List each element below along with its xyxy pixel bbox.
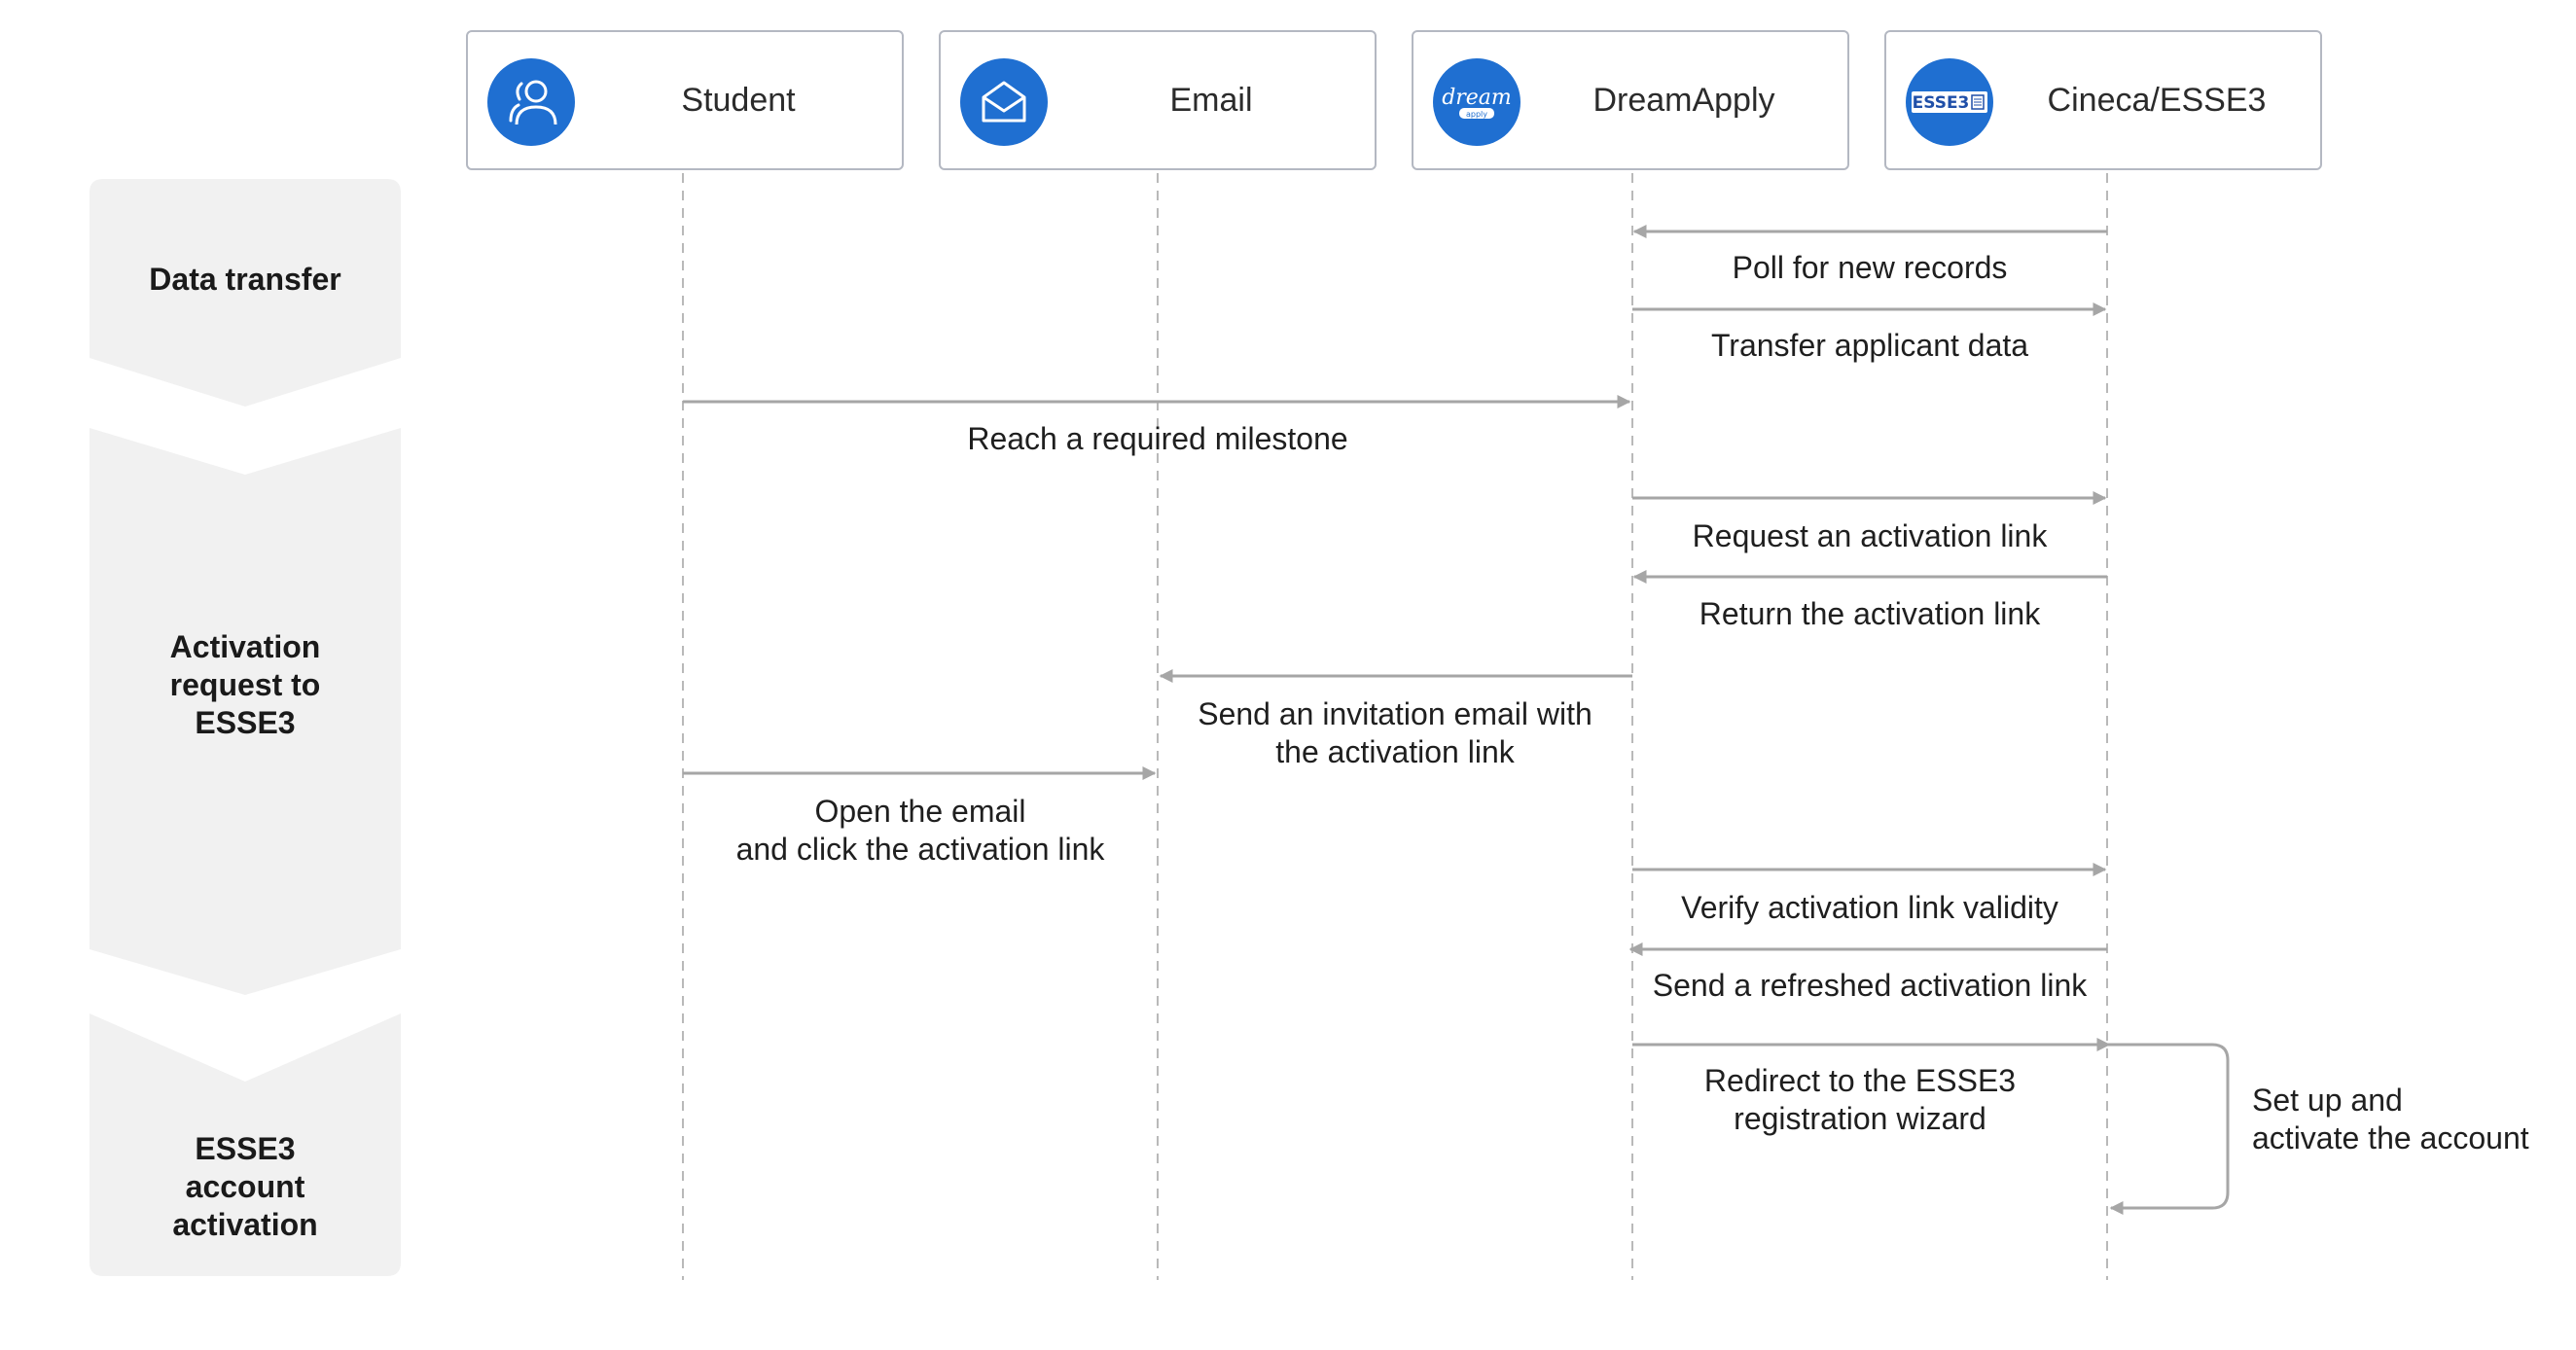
message-label-send-invitation-email: Send an invitation email with the activa…: [1198, 696, 1592, 769]
message-label-transfer-applicant-data: Transfer applicant data: [1710, 328, 2029, 363]
actor-email: Email: [939, 30, 1377, 170]
phase-label-data-transfer: Data transfer: [149, 262, 341, 297]
message-label-redirect-wizard: Redirect to the ESSE3 registration wizar…: [1703, 1063, 2017, 1136]
phase-band-data-transfer: [89, 179, 401, 407]
message-label-reach-milestone: Reach a required milestone: [967, 421, 1348, 456]
esse3-logo-icon: ESSE3: [1906, 58, 1993, 146]
actor-name: Cineca/ESSE3: [2047, 82, 2267, 119]
message-label-return-activation-link: Return the activation link: [1699, 596, 2041, 631]
actor-name: DreamApply: [1592, 82, 1775, 119]
message-label-send-refreshed-link: Send a refreshed activation link: [1652, 968, 2088, 1003]
actor-name: Student: [681, 82, 796, 119]
message-label-self-activate-account: Set up and activate the account: [2252, 1083, 2529, 1155]
phase-label-account-activation: ESSE3 account activation: [172, 1131, 318, 1242]
actor-cineca-esse3: ESSE3 Cineca/ESSE3: [1884, 30, 2322, 170]
phase-label-activation-request: Activation request to ESSE3: [169, 629, 321, 740]
message-label-verify-link: Verify activation link validity: [1681, 890, 2058, 925]
message-label-request-activation-link: Request an activation link: [1692, 518, 2048, 553]
arrow-self-activate-account: [2107, 1043, 2230, 1215]
svg-text:apply: apply: [1466, 110, 1487, 119]
svg-text:ESSE3: ESSE3: [1913, 93, 1970, 113]
envelope-icon: [960, 58, 1048, 146]
actor-student: Student: [466, 30, 904, 170]
phase-band-activation-request: [89, 428, 401, 995]
message-label-poll-for-new-records: Poll for new records: [1732, 250, 2008, 285]
actor-dreamapply: dream apply DreamApply: [1412, 30, 1849, 170]
svg-text:dream: dream: [1442, 86, 1512, 110]
phase-band-account-activation: [89, 1013, 401, 1276]
message-label-open-email: Open the email and click the activation …: [735, 794, 1105, 867]
actor-name: Email: [1169, 82, 1253, 119]
dreamapply-logo-icon: dream apply: [1433, 58, 1521, 146]
student-icon: [487, 58, 575, 146]
